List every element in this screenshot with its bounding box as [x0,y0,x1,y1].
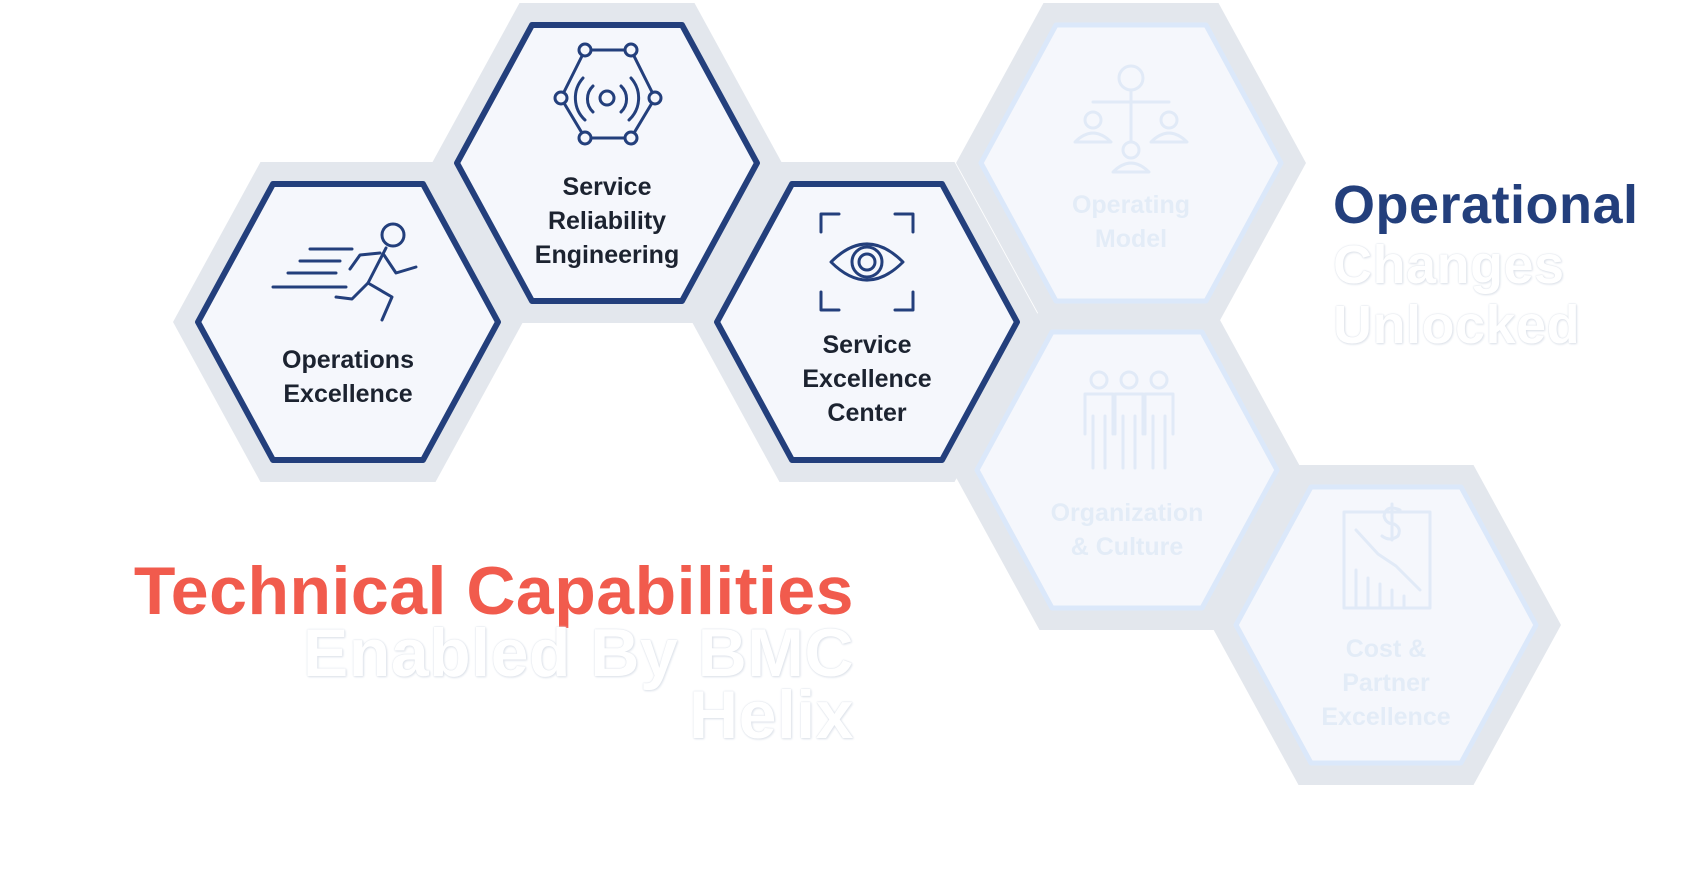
hex-label-organization-culture: Organization & Culture [1050,499,1204,561]
technical-heading-line1: Technical Capabilities [133,553,854,629]
cost-chart-icon [1342,502,1432,610]
hex-label-operating-model: Operating Model [1071,191,1191,253]
operational-changes-heading: Operational Changes Unlocked [1333,175,1639,355]
hex-label-service-reliability-engineering: Service Reliability Engineering [534,173,680,269]
hexagon-organization-culture [974,329,1280,611]
operational-heading-line1: Operational [1333,175,1639,235]
hexagon-cost-partner-excellence [1233,484,1539,766]
hex-label-cost-partner-excellence: Cost & Partner Excellence [1321,635,1451,731]
network-signal-icon [553,42,663,146]
people-hierarchy-icon [1073,64,1189,174]
people-group-icon [1083,370,1175,470]
running-person-icon [271,222,418,322]
operational-heading-line3: Unlocked [1333,295,1581,355]
hexagon-icons [271,42,1432,610]
hexagon-shapes [195,22,1539,766]
hexagon-service-excellence-center [714,181,1020,463]
hexagon-service-reliability-engineering [454,22,760,304]
technical-capabilities-heading: Technical Capabilities Enabled By BMC He… [133,553,854,753]
hex-label-operations-excellence: Operations Excellence [282,346,414,408]
hexagon-operations-excellence [195,181,501,463]
technical-heading-line2: Enabled By BMC [302,615,854,691]
hex-label-service-excellence-center: Service Excellence Center [802,331,932,427]
operational-heading-line2: Changes [1333,235,1565,295]
technical-heading-line3: Helix [688,677,854,753]
eye-scan-icon [819,212,915,312]
